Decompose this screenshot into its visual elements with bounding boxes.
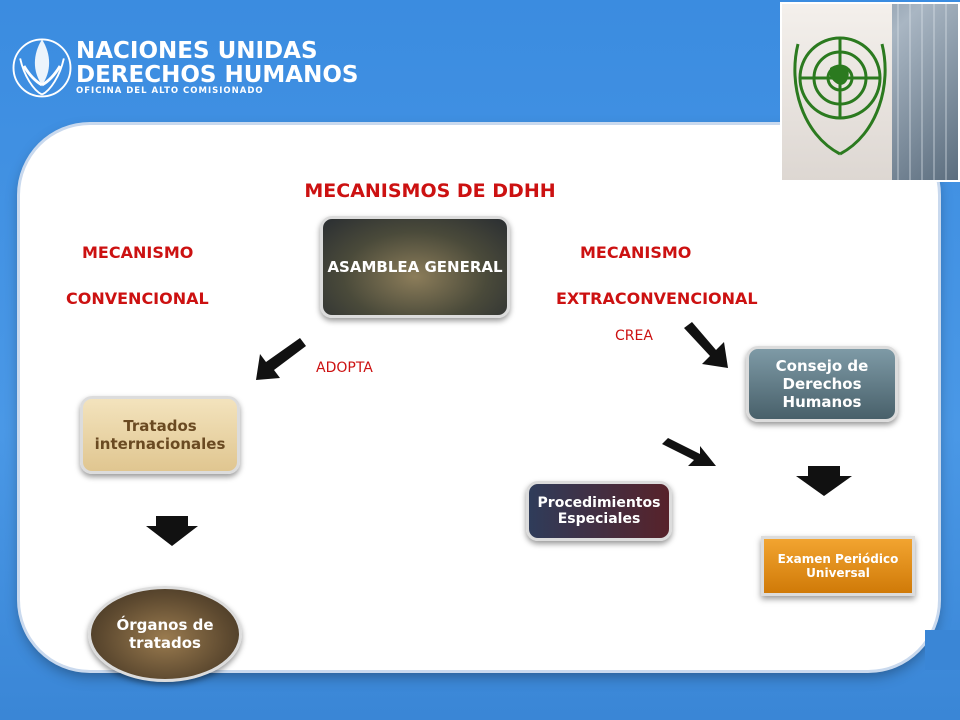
arrow-down-left-icon-2	[662, 438, 716, 466]
background-corner	[925, 630, 960, 670]
un-emblem-icon	[793, 36, 887, 156]
arrow-down-left-icon	[256, 338, 306, 380]
building-windows	[897, 4, 947, 180]
node-tratados-internacionales: Tratados internacionales	[80, 396, 240, 474]
node-examen-periodico-universal: Examen Periódico Universal	[761, 536, 915, 596]
crea-label: CREA	[615, 328, 653, 344]
diagram-title: MECANISMOS DE DDHH	[304, 180, 556, 202]
left-label-line2: CONVENCIONAL	[66, 289, 209, 308]
adopta-label: ADOPTA	[316, 360, 373, 376]
node-organos-de-tratados: Órganos de tratados	[88, 586, 242, 682]
node-procedimientos-especiales: Procedimientos Especiales	[526, 481, 672, 541]
node-asamblea-general: ASAMBLEA GENERAL	[320, 216, 510, 318]
un-building-photo	[780, 2, 960, 182]
logo-text-line1: NACIONES UNIDAS	[76, 38, 318, 64]
arrow-down-right-icon	[684, 322, 728, 368]
un-flag-image	[782, 4, 892, 180]
arrow-down-icon-right	[796, 466, 852, 496]
logo-text-line2: DERECHOS HUMANOS	[76, 62, 359, 88]
right-label-line1: MECANISMO	[580, 243, 692, 262]
node-consejo-derechos-humanos: Consejo de Derechos Humanos	[746, 346, 898, 422]
arrow-down-icon-left	[146, 516, 198, 546]
logo-text-line3: OFICINA DEL ALTO COMISIONADO	[76, 86, 264, 96]
left-label-line1: MECANISMO	[82, 243, 194, 262]
right-label-line2: EXTRACONVENCIONAL	[556, 289, 758, 308]
un-human-rights-logo	[12, 38, 72, 98]
